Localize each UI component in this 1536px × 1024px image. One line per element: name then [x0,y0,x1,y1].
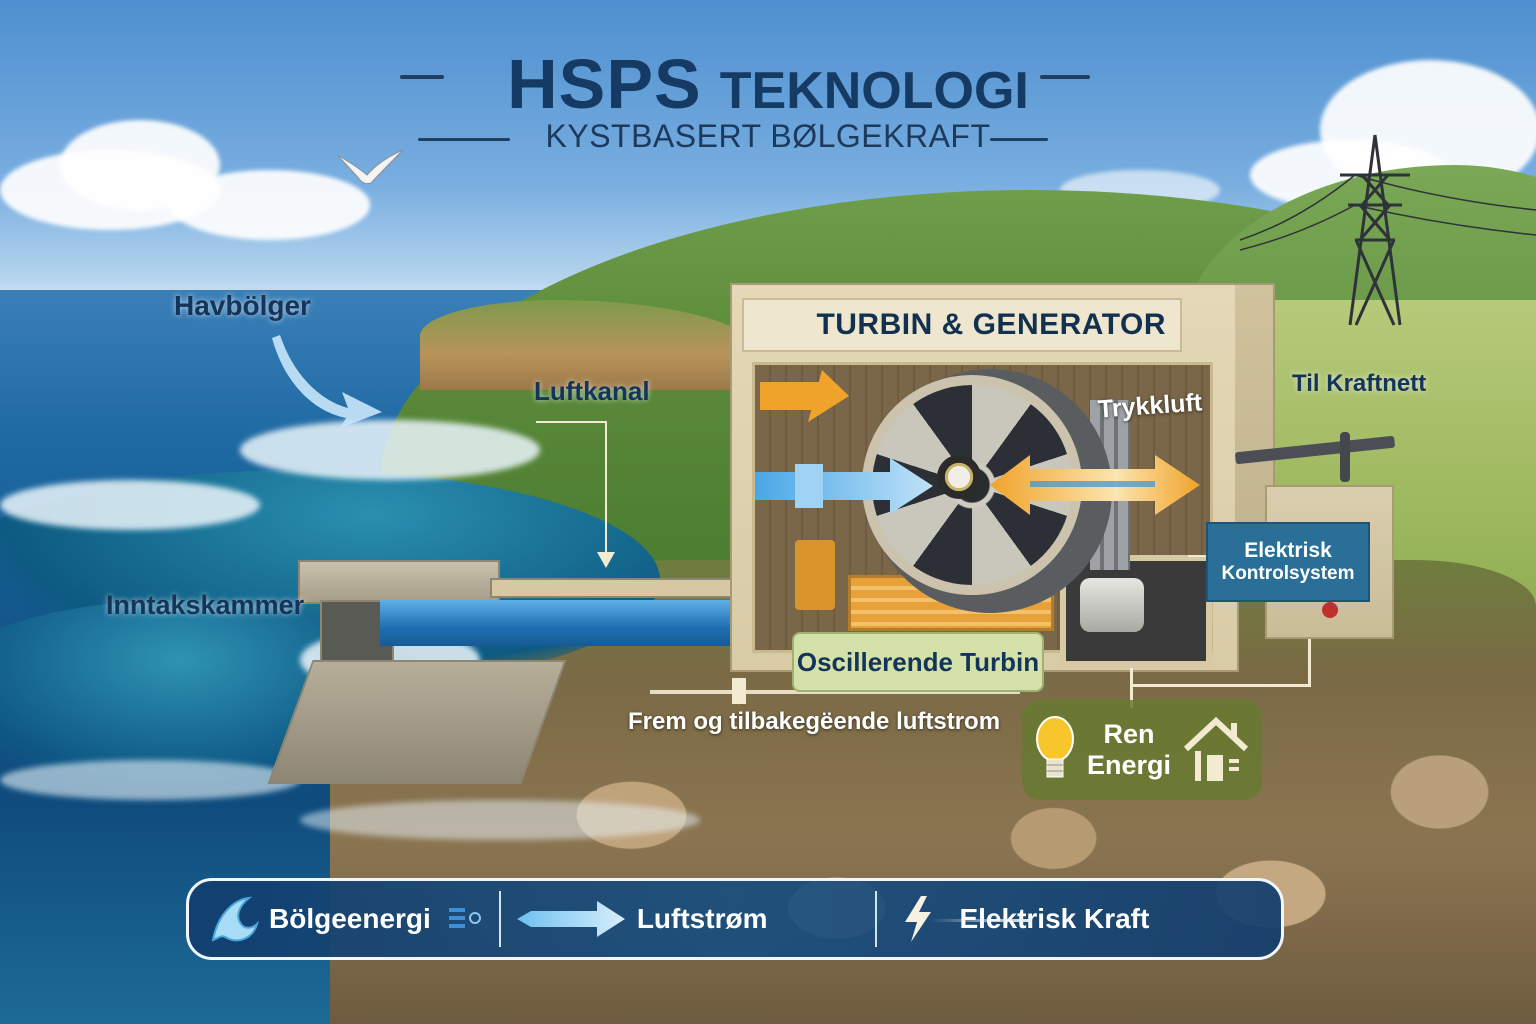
label-ocean-waves: Havbölger [174,290,311,321]
lightning-icon [905,896,932,942]
flow-label-electric-power: Elektrisk Kraft [959,903,1150,934]
connector-line [1130,684,1310,687]
seagull-icon [336,149,404,185]
power-pylon-icon [1340,134,1410,326]
orange-arrow-icon [760,370,850,422]
wave-foam [0,760,300,800]
air-duct-pipe [380,600,780,646]
oscillating-turbine-box: Oscillerende Turbin [792,632,1044,692]
flow-separator [498,891,501,947]
label-clean: Ren [1103,719,1155,749]
building-sign: TURBIN & GENERATOR [742,298,1182,352]
power-lines [1240,174,1536,251]
flow-label-wave-energy: Bölgeenergi [269,903,431,934]
label-to-grid: Til Kraftnett [1292,370,1427,397]
title-part2: TEKNOLOGI [719,62,1029,120]
ocean-wave-arrow-icon [272,335,382,428]
control-system-box: Elektrisk Kontrolsystem [1206,522,1370,602]
flow-separator [875,891,878,947]
energy-flow-bar: Bölgeenergi Luftstrøm Elektrisk Kraft [186,878,1284,960]
flow-step-airflow: Luftstrøm [516,899,768,939]
generator [1080,578,1144,632]
clean-energy-box: Ren Energi [1022,700,1262,800]
leader-line [536,421,606,423]
label-intake-chamber: Inntakskammer [106,590,305,620]
title-rule-right [1040,75,1090,79]
cloud [170,170,370,240]
title-rule-left [400,75,444,79]
page-title: HSPS TEKNOLOGI [507,44,1029,124]
leader-line [605,421,607,561]
wave-foam [300,800,700,840]
title-part1: HSPS [507,45,702,123]
sea-wall [267,660,567,784]
subtitle-rule-right [990,138,1048,141]
wave-icon [211,896,259,942]
connector-line [1130,668,1133,708]
label-air-duct: Luftkanal [534,376,650,406]
label-oscillating-turbine: Oscillerende Turbin [796,646,1040,677]
clean-energy-text: Ren Energi [1087,719,1171,781]
airflow-blue-arrow-icon [755,458,933,514]
indicator-light [1322,602,1338,618]
airflow-bracket-marker [732,678,746,704]
flow-step-wave-energy: Bölgeenergi [209,894,483,944]
flow-label-airflow: Luftstrøm [636,903,768,934]
airflow-bracket-line [650,690,1020,694]
light-bulb-icon [1035,716,1074,778]
intake-chamber-roof [298,560,500,604]
page-subtitle: KYSTBASERT BØLGEKRAFT [545,118,991,154]
connector-line [1308,598,1311,687]
arrow-right-icon [516,901,625,937]
air-intake-icon [448,908,481,928]
arrow-down-icon [597,552,615,568]
wave-foam [240,420,540,480]
house-icon [1183,716,1249,781]
label-control-line2: Kontrolsystem [1221,563,1355,584]
flow-connector [931,919,1031,922]
wave-foam [0,480,260,530]
building-sign-text: TURBIN & GENERATOR [816,308,1166,341]
label-reciprocating-airflow: Frem og tilbakegëende luftstrom [628,708,1001,735]
conduit-post [1340,432,1350,482]
air-duct-cover [490,578,754,598]
subtitle-rule-left [418,138,510,141]
mechanical-bracket [795,540,835,610]
bidirectional-airflow-arrow-icon [990,455,1200,515]
turbine-hub [937,455,981,499]
flow-step-electric-power: Elektrisk Kraft [893,896,1149,942]
label-energy: Energi [1086,750,1172,780]
title-block: HSPS TEKNOLOGI [0,44,1536,124]
label-control-line1: Elektrisk [1244,539,1332,562]
connector-line [1188,555,1206,557]
